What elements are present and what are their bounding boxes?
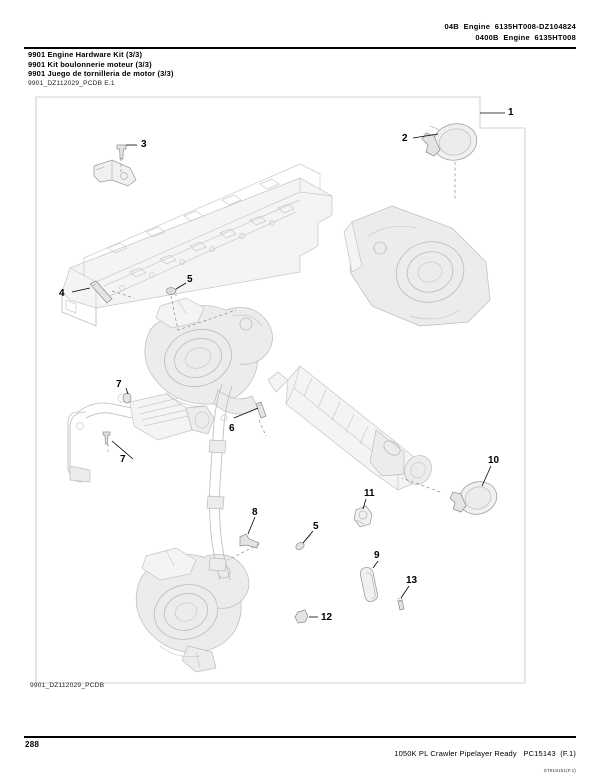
- part-12-nut: [294, 609, 309, 624]
- assembly-frame: [35, 96, 526, 684]
- part-11-bracket: [353, 505, 373, 528]
- assembly-dashed-lines: [107, 158, 456, 561]
- figure-reference: 9901_DZ112029_PCDB E.1: [28, 80, 115, 87]
- turbine-housing-illustration: [343, 205, 491, 327]
- hose-illustration: [206, 383, 233, 581]
- document-header: 04B Engine 6135HT008-DZ104824 0400B Engi…: [24, 22, 576, 43]
- part-4-stud: [89, 280, 113, 304]
- footer-info: 1050K PL Crawler Pipelayer Ready PC15143…: [385, 740, 576, 773]
- header-line-2: 0400B Engine 6135HT008: [475, 32, 576, 42]
- callout-5-lower: 5: [313, 521, 319, 532]
- part-7b-bolt: [102, 431, 111, 445]
- exhaust-manifold-illustration: [267, 365, 432, 491]
- part-13-pin: [397, 597, 405, 611]
- callout-leader-lines: [71, 112, 505, 618]
- diagram-caption: 9901_DZ112029_PCDB: [30, 682, 105, 689]
- title-spanish: 9901 Juego de tornilleria de motor (3/3): [28, 69, 174, 79]
- cylinder-head-illustration: [61, 163, 333, 327]
- part-3-bolt: [116, 144, 127, 160]
- part-5b-washer: [295, 534, 312, 550]
- callout-10: 10: [488, 455, 500, 466]
- part-8-screw: [239, 533, 260, 549]
- callout-1: 1: [508, 107, 514, 118]
- bracket-part-3: [93, 159, 137, 187]
- callout-8: 8: [252, 507, 258, 518]
- footer-revision: (F.1): [560, 749, 576, 758]
- page-number: 288: [25, 740, 40, 749]
- callout-3: 3: [141, 139, 147, 150]
- callout-13: 13: [406, 575, 418, 586]
- part-7a-clamp: [122, 392, 132, 404]
- callout-9: 9: [374, 550, 380, 561]
- part-6-bolt: [255, 401, 267, 419]
- coolant-tube-illustration: [67, 393, 215, 483]
- callout-2: 2: [402, 133, 408, 144]
- part-2-vband-clamp: [421, 123, 478, 161]
- part-10-vband-clamp: [449, 481, 498, 515]
- turbocharger-upper-illustration: [144, 297, 273, 415]
- footer-machine-name: 1050K PL Crawler Pipelayer Ready: [394, 749, 517, 758]
- callout-6: 6: [229, 423, 235, 434]
- callout-11: 11: [364, 488, 375, 499]
- part-5a-washer: [166, 287, 176, 295]
- title-french: 9901 Kit boulonnerie moteur (3/3): [28, 59, 152, 69]
- footer-sub-code: ST919151(F.1): [543, 768, 576, 773]
- turbocharger-lower-illustration: [135, 547, 250, 673]
- page-title: 9901 Engine Hardware Kit (3/3) 9901 Kit …: [28, 50, 488, 79]
- title-english: 9901 Engine Hardware Kit (3/3): [28, 50, 143, 59]
- callout-5-upper: 5: [187, 274, 193, 285]
- callout-7-lower: 7: [120, 454, 126, 465]
- callout-12: 12: [321, 612, 333, 623]
- footer-divider: [24, 736, 576, 738]
- header-divider: [24, 47, 576, 49]
- callout-7-upper: 7: [116, 379, 122, 390]
- footer-catalog-number: PC15143: [523, 749, 556, 758]
- part-9-clip: [360, 567, 378, 602]
- callout-4: 4: [59, 288, 65, 299]
- header-line-1: 04B Engine 6135HT008-DZ104824: [444, 22, 576, 31]
